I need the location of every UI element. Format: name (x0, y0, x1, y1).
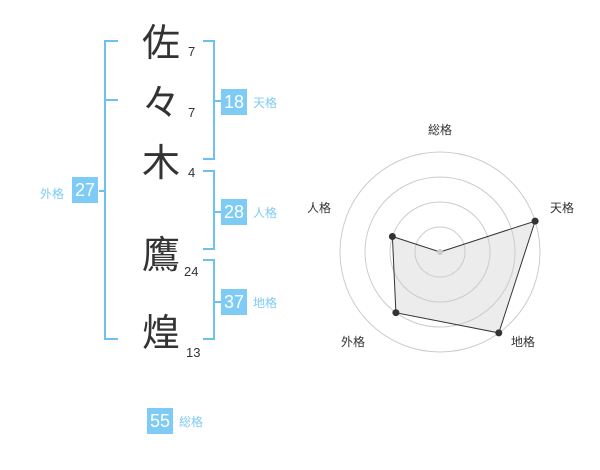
radar-axis-label-jinkaku: 人格 (307, 201, 332, 215)
radar-axis-label-gaikaku: 外格 (341, 335, 366, 349)
soukaku-label: 総格 (179, 415, 204, 429)
jinkaku-label: 人格 (253, 206, 278, 220)
stroke-count-5: 13 (186, 345, 201, 360)
soukaku-value: 55 (147, 408, 173, 434)
radar-point-2 (531, 217, 539, 225)
radar-ring-4 (339, 151, 541, 353)
gaikaku-bracket-bottom-tick (104, 338, 118, 340)
radar-score-area (391, 220, 536, 334)
stroke-count-2: 7 (188, 105, 196, 120)
name-char-2: 々 (142, 81, 181, 125)
stroke-count-1: 7 (188, 44, 196, 59)
gaikaku-bracket-mid-tick (104, 99, 118, 101)
tenkaku-label: 天格 (253, 96, 278, 110)
gaikaku-bracket-connector (99, 190, 105, 192)
radar-point-5 (388, 233, 396, 240)
radar-axis-label-chikaku: 地格 (511, 335, 536, 349)
chikaku-label: 地格 (253, 296, 278, 310)
tenkaku-bracket-bottom-tick (203, 158, 215, 160)
stroke-count-4: 24 (184, 264, 199, 279)
name-char-3: 木 (142, 141, 181, 185)
chikaku-value: 37 (221, 289, 247, 315)
gaikaku-bracket-top-tick (104, 40, 118, 42)
jinkaku-bracket-bottom-tick (203, 248, 215, 250)
jinkaku-value: 28 (221, 199, 247, 225)
radar-score-polygon (391, 220, 536, 334)
name-char-4: 鷹 (142, 233, 181, 277)
radar-axis-label-soukaku: 総格 (428, 123, 453, 137)
jinkaku-bracket-top-tick (203, 170, 215, 172)
tenkaku-value: 18 (221, 89, 247, 115)
gaikaku-label: 外格 (40, 187, 65, 201)
radar-axis-label-tenkaku: 天格 (550, 201, 575, 215)
gaikaku-value: 27 (72, 177, 98, 203)
name-char-5: 煌 (142, 311, 181, 355)
radar-point-1 (437, 249, 443, 255)
name-char-1: 佐 (142, 21, 181, 65)
jinkaku-bracket-connector (213, 211, 221, 213)
radar-rings (339, 151, 541, 353)
chikaku-bracket-connector (213, 301, 221, 303)
jinkaku-bracket-vertical (213, 170, 215, 250)
chikaku-bracket-bottom-tick (203, 338, 215, 340)
radar-point-4 (392, 309, 400, 317)
radar-point-3 (495, 329, 503, 337)
radar-score-points (388, 217, 539, 337)
radar-ring-1 (414, 226, 466, 278)
stroke-count-3: 4 (188, 165, 196, 180)
chikaku-bracket-top-tick (203, 259, 215, 261)
radar-ring-3 (364, 176, 516, 328)
chikaku-bracket-vertical (213, 259, 215, 340)
tenkaku-bracket-top-tick (203, 40, 215, 42)
tenkaku-bracket-connector (213, 100, 221, 102)
gaikaku-bracket-vertical (104, 40, 106, 340)
radar-ring-2 (389, 201, 491, 303)
